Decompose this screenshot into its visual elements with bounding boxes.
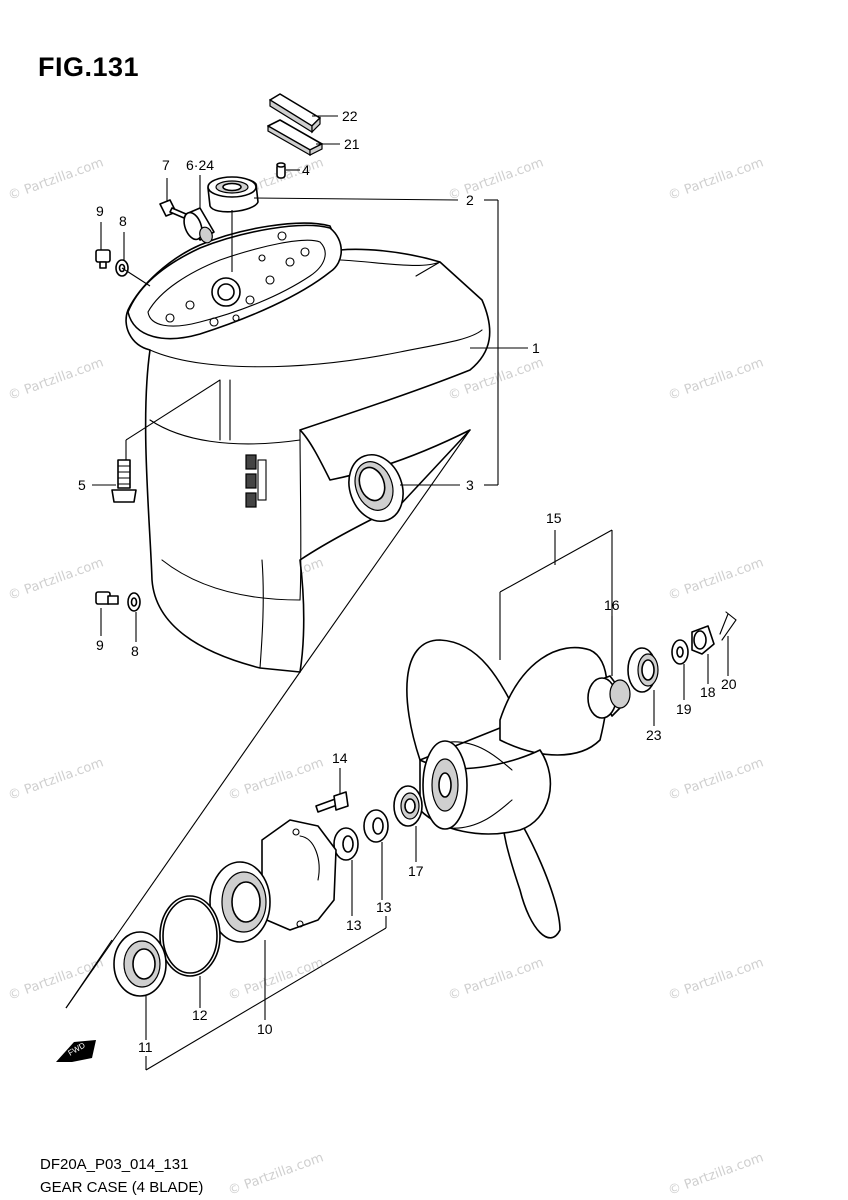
part-15-propeller xyxy=(406,639,608,939)
watermark-text: © Partzilla.com xyxy=(6,355,105,403)
callout-9-lower: 9 xyxy=(96,637,104,653)
watermark-text: © Partzilla.com xyxy=(446,955,545,1003)
part-2-bearing xyxy=(207,176,259,213)
callout-3: 3 xyxy=(466,477,474,493)
fwd-arrow: FWD xyxy=(56,1040,96,1062)
figure-name: GEAR CASE (4 BLADE) xyxy=(40,1179,204,1196)
part-8-washer-lower xyxy=(127,592,141,612)
callout-5: 5 xyxy=(78,477,86,493)
callout-23: 23 xyxy=(646,727,662,743)
callout-7: 7 xyxy=(162,157,170,173)
callout-19: 19 xyxy=(676,701,692,717)
callout-8-top: 8 xyxy=(119,213,127,229)
part-9-plug-lower xyxy=(95,591,119,605)
part-13-seal-b xyxy=(363,809,389,843)
part-19-washer xyxy=(671,639,689,665)
callout-9-top: 9 xyxy=(96,203,104,219)
callout-8-lower: 8 xyxy=(131,643,139,659)
part-9-plug-top xyxy=(95,249,111,269)
watermark-text: © Partzilla.com xyxy=(226,1150,325,1198)
callout-13-a: 13 xyxy=(346,917,362,933)
part-18-nut xyxy=(691,625,715,655)
callout-22: 22 xyxy=(342,108,358,124)
callout-2: 2 xyxy=(466,192,474,208)
part-12-o-ring xyxy=(159,895,221,977)
callout-11: 11 xyxy=(138,1039,153,1055)
callout-1: 1 xyxy=(532,340,540,356)
callout-18: 18 xyxy=(700,684,716,700)
callout-17: 17 xyxy=(408,863,424,879)
callout-14: 14 xyxy=(332,750,348,766)
part-5-bolt xyxy=(111,459,137,503)
watermark-text: © Partzilla.com xyxy=(6,555,105,603)
leader-lines xyxy=(65,115,729,1071)
watermark-text: © Partzilla.com xyxy=(6,755,105,803)
callout-21: 21 xyxy=(344,136,360,152)
watermark-text: © Partzilla.com xyxy=(226,955,325,1003)
watermark-text: © Partzilla.com xyxy=(666,755,765,803)
watermark-text: © Partzilla.com xyxy=(666,155,765,203)
callout-15: 15 xyxy=(546,510,562,526)
watermark-text: © Partzilla.com xyxy=(666,1150,765,1198)
part-7-screw xyxy=(159,199,187,219)
figure-code: DF20A_P03_014_131 xyxy=(40,1156,189,1173)
part-23-spline-washer xyxy=(627,647,659,693)
watermark-text: © Partzilla.com xyxy=(666,355,765,403)
callout-16: 16 xyxy=(604,597,620,613)
part-17-thrust-washer xyxy=(393,785,423,827)
watermark-text: © Partzilla.com xyxy=(6,155,105,203)
part-4-pin xyxy=(276,162,286,179)
callouts: 22 21 4 7 6·24 9 8 2 1 3 5 9 8 15 16 20 … xyxy=(78,108,737,1055)
gear-case-housing xyxy=(125,222,491,673)
figure-title: FIG.131 xyxy=(38,52,140,82)
callout-6-24: 6·24 xyxy=(186,157,214,173)
part-13-seal-a xyxy=(333,827,359,861)
callout-12: 12 xyxy=(192,1007,208,1023)
callout-20: 20 xyxy=(721,676,737,692)
watermark-text: © Partzilla.com xyxy=(226,755,325,803)
part-10-shaft-housing xyxy=(209,819,337,943)
callout-13-b: 13 xyxy=(376,899,392,915)
part-16-bush xyxy=(587,675,631,719)
watermark-text: © Partzilla.com xyxy=(6,955,105,1003)
callout-10: 10 xyxy=(257,1021,273,1037)
part-11-bearing xyxy=(113,931,167,997)
watermark-text: © Partzilla.com xyxy=(446,155,545,203)
callout-4: 4 xyxy=(302,162,310,178)
part-14-bolt xyxy=(315,791,349,813)
watermark-text: © Partzilla.com xyxy=(666,955,765,1003)
watermark-text: © Partzilla.com xyxy=(666,555,765,603)
part-6-24-bushing xyxy=(183,207,215,244)
part-20-cotter-pin xyxy=(719,611,737,641)
part-22-seal xyxy=(269,93,321,134)
part-3-oil-seal xyxy=(348,454,404,522)
